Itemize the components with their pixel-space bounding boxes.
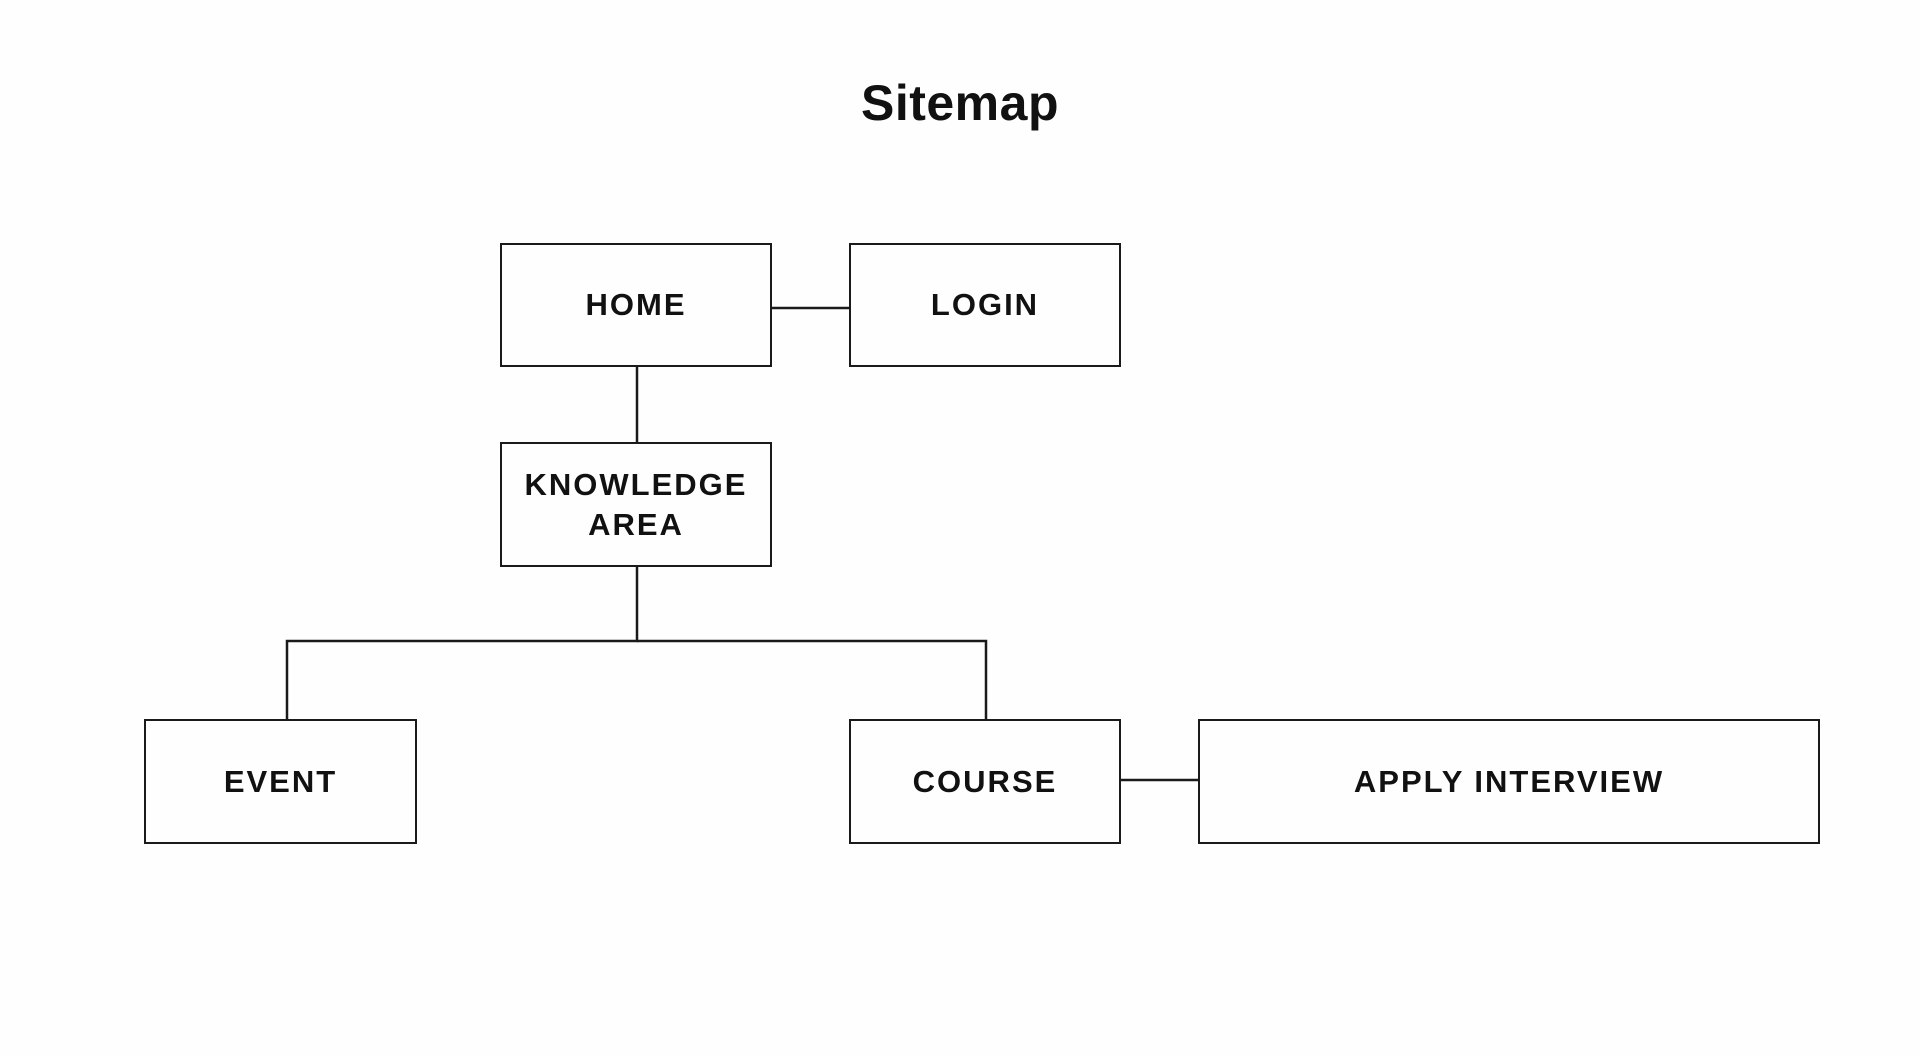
node-login: LOGIN (849, 243, 1121, 367)
edge-knowledge-area-event (285, 566, 639, 720)
node-knowledge-area-label: KNOWLEDGE AREA (524, 466, 748, 542)
node-apply-interview-label: APPLY INTERVIEW (1353, 763, 1665, 799)
node-apply-interview: APPLY INTERVIEW (1198, 719, 1820, 844)
node-event-label: EVENT (223, 763, 338, 799)
node-home: HOME (500, 243, 772, 367)
node-course-label: COURSE (912, 763, 1058, 799)
node-event: EVENT (144, 719, 417, 844)
node-course: COURSE (849, 719, 1121, 844)
node-login-label: LOGIN (930, 287, 1040, 322)
diagram-title: Sitemap (860, 75, 1059, 131)
node-knowledge-area: KNOWLEDGE AREA (500, 442, 772, 567)
node-home-label: HOME (585, 287, 687, 322)
edge-knowledge-area-course (637, 639, 988, 720)
